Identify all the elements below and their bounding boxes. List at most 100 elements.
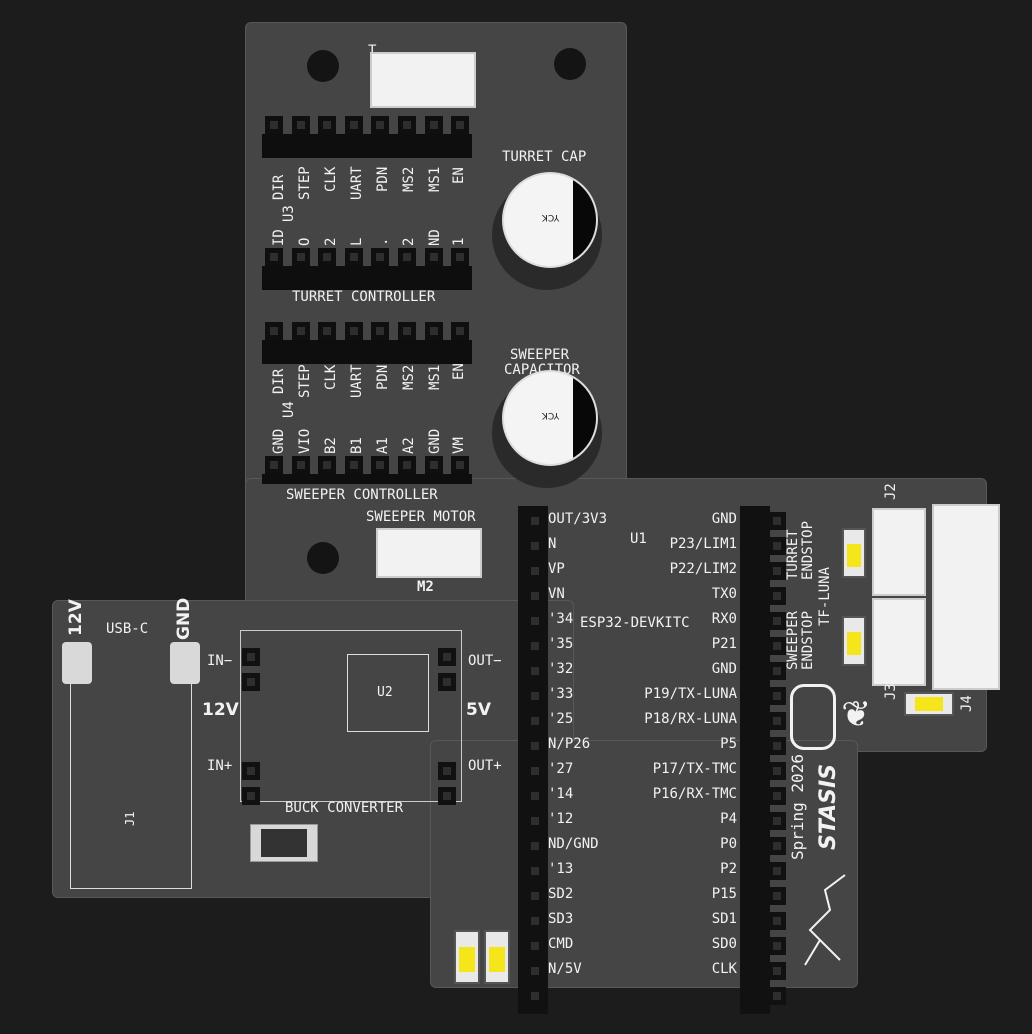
esp32-right-pin-label: P4 bbox=[720, 811, 737, 827]
esp32-left-pins bbox=[526, 512, 544, 1005]
u4-pin-pdn: PDN bbox=[375, 364, 391, 390]
u4-pin-en: EN bbox=[451, 363, 467, 380]
u4-ref: U4 bbox=[281, 401, 297, 418]
esp32-right-pin-label: RX0 bbox=[711, 611, 737, 627]
turret-capacitor: YCK bbox=[492, 172, 602, 290]
usb-label: USB-C bbox=[106, 621, 149, 637]
sweeper-cap-label-1: SWEEPER bbox=[510, 347, 570, 363]
buck-chip-outline bbox=[347, 654, 429, 732]
maple-leaf-icon: ❦ bbox=[842, 686, 869, 737]
esp32-right-pin-label: P21 bbox=[711, 636, 737, 652]
sweeper-motor-connector[interactable] bbox=[376, 528, 482, 578]
esp32-right-pin-label: P15 bbox=[711, 886, 737, 902]
sweeper-endstop-label: SWEEPER ENDSTOP bbox=[785, 610, 817, 670]
sweeper-motor-ref: M2 bbox=[417, 579, 434, 595]
status-led bbox=[842, 528, 866, 578]
u3-pin-pdn: PDN bbox=[375, 166, 391, 192]
esp32-right-pin-label: SD1 bbox=[711, 911, 737, 927]
signature-logo-icon bbox=[800, 870, 850, 970]
esp32-left-pin-label: N/P26 bbox=[548, 736, 591, 752]
u3-top-header bbox=[262, 134, 472, 158]
mounting-hole bbox=[307, 50, 339, 82]
buck-in-plus-pins bbox=[242, 762, 260, 805]
esp32-left-pin-label: SD3 bbox=[548, 911, 574, 927]
u4-bottom-pin: GND bbox=[271, 428, 287, 454]
u3-pin-clk: CLK bbox=[323, 166, 339, 192]
tf-luna-label: TF-LUNA bbox=[817, 566, 833, 626]
esp32-left-pin-label: VN bbox=[548, 586, 565, 602]
buck-out-plus-pins bbox=[438, 762, 456, 805]
esp32-right-header bbox=[740, 506, 770, 1014]
u3-bottom-pin: . bbox=[375, 237, 391, 246]
top-jst-connector[interactable] bbox=[370, 52, 476, 108]
u3-title: TURRET CONTROLLER bbox=[292, 289, 436, 305]
u4-top-header bbox=[262, 340, 472, 364]
esp32-left-pin-label: OUT/3V3 bbox=[548, 511, 608, 527]
buck-title: BUCK CONVERTER bbox=[285, 800, 404, 816]
mounting-hole bbox=[307, 542, 339, 574]
esp32-right-pin-label: P0 bbox=[720, 836, 737, 852]
u3-top-pinrow bbox=[265, 116, 470, 134]
u4-bottom-pin: B2 bbox=[323, 437, 339, 454]
u4-pin-clk: CLK bbox=[323, 364, 339, 390]
turret-capacitor-label: TURRET CAP bbox=[502, 149, 587, 165]
esp32-left-pin-label: '33 bbox=[548, 686, 574, 702]
esp32-right-pin-label: P22/LIM2 bbox=[669, 561, 737, 577]
esp32-right-pin-label: CLK bbox=[711, 961, 737, 977]
esp32-right-pin-label: P5 bbox=[720, 736, 737, 752]
u3-bottom-pinrow bbox=[265, 248, 470, 266]
u4-bottom-pinrow bbox=[265, 456, 470, 474]
buck-in-minus: IN− bbox=[207, 653, 233, 669]
u4-pin-uart: UART bbox=[349, 364, 365, 398]
u4-bottom-pin: A1 bbox=[375, 437, 391, 454]
esp32-title: ESP32-DEVKITC bbox=[580, 615, 690, 631]
u3-bottom-pin: L bbox=[349, 237, 365, 246]
buck-in-plus: IN+ bbox=[207, 758, 233, 774]
u4-pin-step: STEP bbox=[297, 364, 313, 398]
esp32-right-pin-label: P23/LIM1 bbox=[669, 536, 737, 552]
top-connector-label: T bbox=[368, 43, 377, 59]
usb-12v-pad bbox=[62, 642, 92, 684]
team-logo: STASIS bbox=[816, 763, 841, 850]
u3-bottom-pin: O bbox=[297, 237, 313, 246]
buck-ref: U2 bbox=[377, 685, 393, 700]
u4-pin-ms1: MS1 bbox=[427, 364, 443, 390]
esp32-left-pin-label: '25 bbox=[548, 711, 574, 727]
u4-top-pinrow bbox=[265, 322, 470, 340]
u4-bottom-pin: B1 bbox=[349, 437, 365, 454]
esp32-right-pin-label: SD0 bbox=[711, 936, 737, 952]
j3-connector[interactable] bbox=[872, 598, 926, 686]
buck-out-minus: OUT− bbox=[468, 653, 502, 669]
u4-bottom-header bbox=[262, 474, 472, 484]
buck-in-minus-pins bbox=[242, 648, 260, 691]
esp32-right-pin-label: P19/TX-LUNA bbox=[644, 686, 737, 702]
j4-connector[interactable] bbox=[932, 504, 1000, 690]
esp32-left-pin-label: '14 bbox=[548, 786, 574, 802]
u3-pin-en: EN bbox=[451, 167, 467, 184]
esp32-left-pin-label: '12 bbox=[548, 811, 574, 827]
esp32-left-pin-label: '32 bbox=[548, 661, 574, 677]
u4-pin-ms2: MS2 bbox=[401, 364, 417, 390]
turret-endstop-label: TURRET ENDSTOP bbox=[785, 520, 817, 580]
esp32-left-pin-label: '27 bbox=[548, 761, 574, 777]
buck-out-plus: OUT+ bbox=[468, 758, 502, 774]
u4-bottom-pin: A2 bbox=[401, 437, 417, 454]
diode bbox=[250, 824, 318, 862]
u3-pin-dir: DIR bbox=[271, 174, 287, 200]
usb-gnd-pad bbox=[170, 642, 200, 684]
turret-cap-label-line: TURRET CAP bbox=[502, 149, 587, 165]
turret-cap-brand: YCK bbox=[542, 212, 560, 222]
esp32-left-pin-label: ND/GND bbox=[548, 836, 599, 852]
u4-bottom-pin: GND bbox=[427, 428, 443, 454]
u3-pin-uart: UART bbox=[349, 166, 365, 200]
u3-pin-step: STEP bbox=[297, 166, 313, 200]
j2-connector[interactable] bbox=[872, 508, 926, 596]
esp32-left-pin-label: VP bbox=[548, 561, 565, 577]
mounting-hole bbox=[554, 48, 586, 80]
u4-title: SWEEPER CONTROLLER bbox=[286, 487, 438, 503]
u4-bottom-pin: VM bbox=[451, 437, 467, 454]
esp32-left-pin-label: N/5V bbox=[548, 961, 582, 977]
term-label: Spring 2026 bbox=[788, 754, 807, 860]
power-led bbox=[454, 930, 480, 984]
esp32-right-pin-label: P17/TX-TMC bbox=[652, 761, 737, 777]
